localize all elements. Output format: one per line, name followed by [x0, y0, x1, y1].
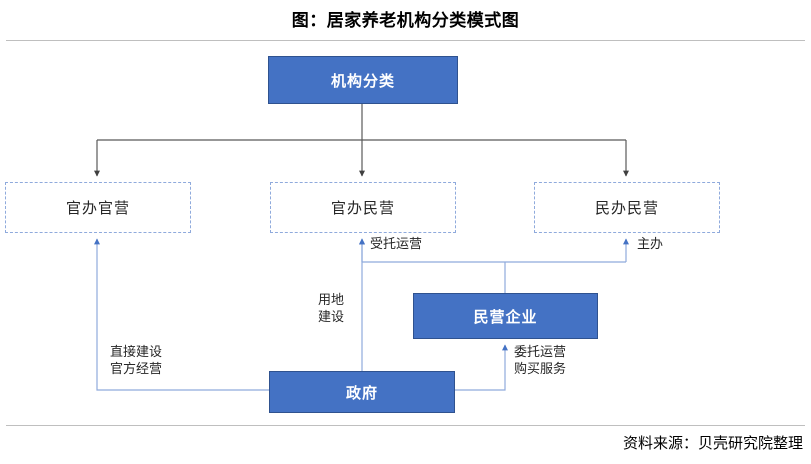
- source-note: 资料来源：贝壳研究院整理: [622, 436, 803, 452]
- node-public-run-private-operated[interactable]: 官办民营: [270, 182, 456, 233]
- node-private-enterprise[interactable]: 民营企业: [413, 293, 598, 339]
- node-institution-classification[interactable]: 机构分类: [268, 56, 458, 104]
- edge-label-sponsor: 主办: [637, 236, 664, 251]
- edge-root-split: [94, 104, 629, 177]
- page-title: 图：居家养老机构分类模式图: [291, 11, 520, 30]
- edge-private-split: [359, 238, 629, 293]
- edge-gov-to-private: [455, 344, 508, 391]
- footer-divider: [6, 425, 805, 426]
- edge-gov-to-guanban-guanying: [94, 238, 269, 391]
- edge-label-direct-construction: 直接建设 官方经营: [110, 344, 163, 376]
- header-divider: [6, 40, 805, 41]
- node-public-run-public-operated[interactable]: 官办官营: [5, 182, 191, 233]
- edge-label-land-construction: 用地 建设: [318, 292, 345, 324]
- edge-label-commissioned-operation: 委托运营 购买服务: [514, 344, 567, 376]
- edge-label-entrusted-operation: 受托运营: [370, 236, 423, 251]
- node-government[interactable]: 政府: [269, 371, 455, 413]
- node-private-run-private-operated[interactable]: 民办民营: [534, 182, 720, 233]
